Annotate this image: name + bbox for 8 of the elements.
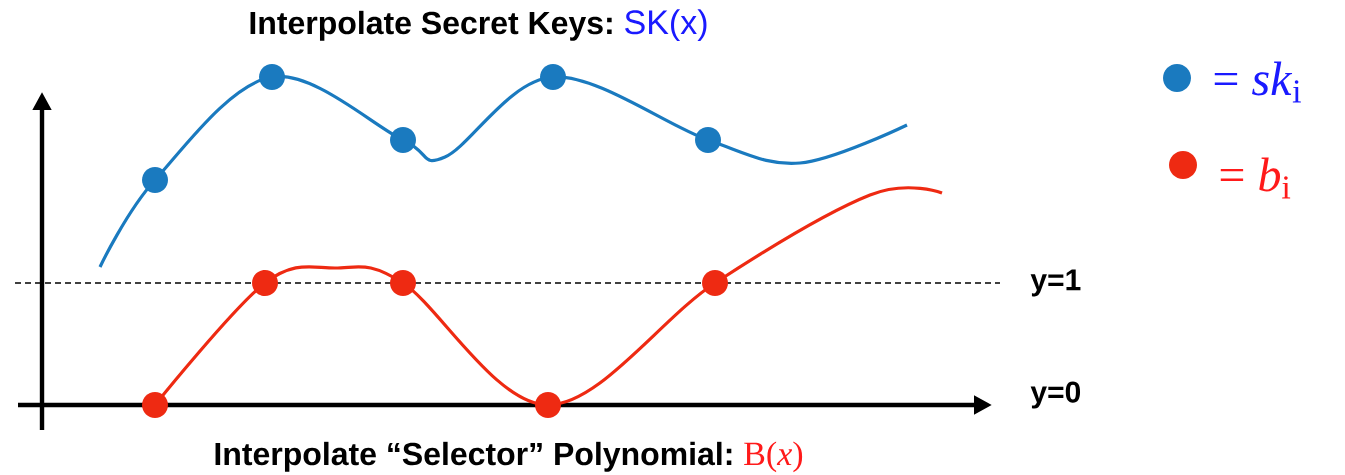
axis-label: y=0 [1030,381,1081,409]
formula-label: B(x) [744,441,803,473]
legend-label: = b$_{i}$ [1220,157,1291,199]
axis-label: y=1 [1030,269,1081,297]
title: Interpolate Secret Keys: [250,10,612,41]
legend-label: = sk$_{i}$ [1214,61,1301,103]
formula-label: SK(x) [625,9,707,41]
caption: Interpolate “Selector” Polynomial: [215,441,732,472]
